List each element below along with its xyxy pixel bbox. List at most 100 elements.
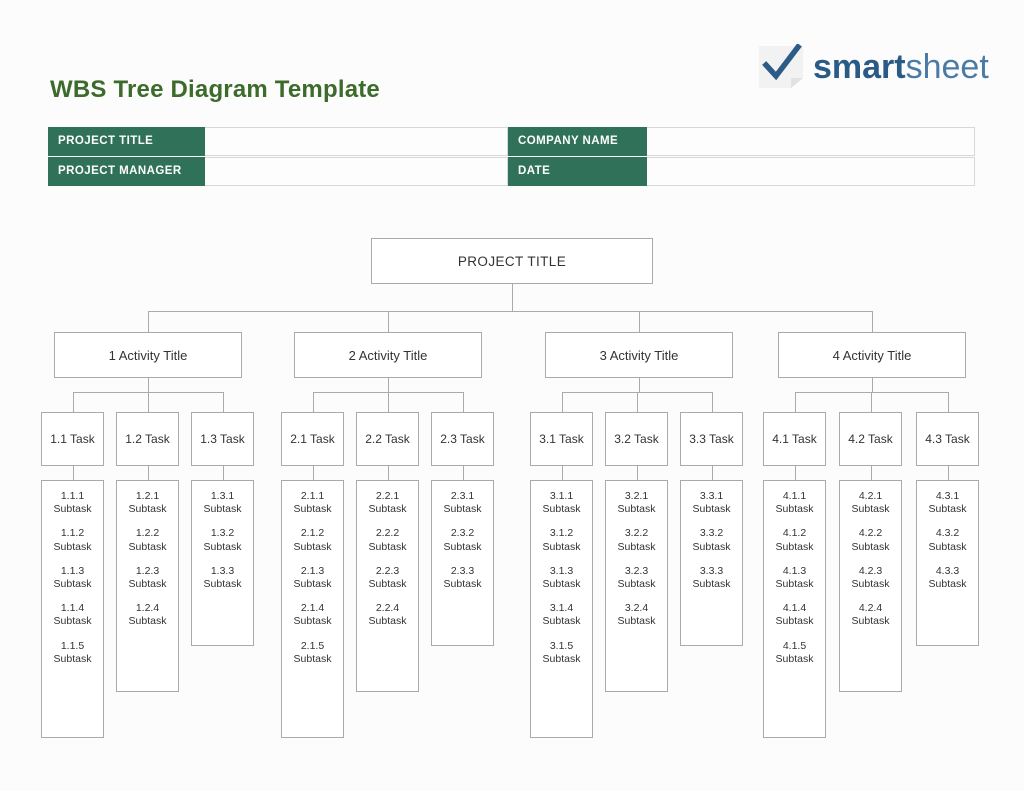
- checkmark-page-icon: [759, 44, 803, 88]
- subtask-item: 1.3.3 Subtask: [203, 564, 242, 591]
- connector-activity-stem: [872, 378, 873, 392]
- subtask-item: 2.3.3 Subtask: [443, 564, 482, 591]
- task-node: 1.3 Task: [191, 412, 254, 466]
- activity-node-label: 3 Activity Title: [599, 347, 679, 363]
- subtask-item: 1.1.5 Subtask: [53, 639, 92, 665]
- subtask-item: 2.1.3 Subtask: [293, 564, 332, 591]
- page-title: WBS Tree Diagram Template: [50, 76, 380, 103]
- subtask-item: 2.2.3 Subtask: [368, 564, 407, 591]
- root-node: PROJECT TITLE: [371, 238, 653, 284]
- task-node: 3.1 Task: [530, 412, 593, 466]
- connector-subtask-stem: [313, 466, 314, 480]
- subtask-item: 4.2.2 Subtask: [851, 527, 890, 553]
- project-title-field[interactable]: [205, 127, 508, 156]
- activity-node: 2 Activity Title: [294, 332, 482, 378]
- subtask-item: 4.1.4 Subtask: [775, 602, 814, 628]
- logo-word-sheet: sheet: [905, 48, 989, 86]
- connector-activity-drop: [639, 311, 640, 332]
- subtask-item: 4.1.1 Subtask: [775, 490, 814, 516]
- project-manager-field[interactable]: [205, 157, 508, 186]
- connector-task-drop: [388, 392, 389, 412]
- subtask-item: 2.1.5 Subtask: [293, 639, 332, 665]
- connector-subtask-stem: [948, 466, 949, 480]
- task-node-label: 4.1 Task: [772, 432, 817, 446]
- task-node-label: 4.3 Task: [925, 432, 970, 446]
- task-node: 2.1 Task: [281, 412, 344, 466]
- connector-task-drop: [313, 392, 314, 412]
- company-name-label: COMPANY NAME: [508, 127, 647, 156]
- subtask-item: 3.3.1 Subtask: [692, 490, 731, 516]
- subtask-item: 2.2.4 Subtask: [368, 602, 407, 628]
- task-node-label: 1.3 Task: [200, 432, 245, 446]
- logo-wordmark: smartsheet: [813, 46, 989, 88]
- subtask-item: 1.2.4 Subtask: [128, 602, 167, 628]
- subtask-item: 3.2.3 Subtask: [617, 564, 656, 591]
- task-node-label: 3.2 Task: [614, 432, 659, 446]
- root-node-label: PROJECT TITLE: [457, 253, 567, 269]
- connector-subtask-stem: [223, 466, 224, 480]
- connector-activity-stem: [148, 378, 149, 392]
- date-field[interactable]: [647, 157, 975, 186]
- subtask-item: 4.2.3 Subtask: [851, 564, 890, 591]
- subtask-item: 1.3.1 Subtask: [203, 490, 242, 516]
- task-node-label: 2.2 Task: [365, 432, 410, 446]
- subtask-item: 2.1.2 Subtask: [293, 527, 332, 553]
- connector-subtask-stem: [871, 466, 872, 480]
- activity-node-label: 4 Activity Title: [832, 347, 912, 363]
- subtask-item: 1.1.4 Subtask: [53, 602, 92, 628]
- task-node-label: 3.3 Task: [689, 432, 734, 446]
- connector-task-drop: [562, 392, 563, 412]
- activity-node: 1 Activity Title: [54, 332, 242, 378]
- connector-activity-stem: [388, 378, 389, 392]
- subtask-item: 4.2.1 Subtask: [851, 490, 890, 516]
- connector-subtask-stem: [463, 466, 464, 480]
- project-title-label: PROJECT TITLE: [48, 127, 205, 156]
- task-node: 4.1 Task: [763, 412, 826, 466]
- subtask-item: 4.2.4 Subtask: [851, 602, 890, 628]
- connector-task-drop: [871, 392, 872, 412]
- task-node: 2.3 Task: [431, 412, 494, 466]
- connector-task-drop: [948, 392, 949, 412]
- connector-activity-drop: [388, 311, 389, 332]
- subtask-item: 2.1.4 Subtask: [293, 602, 332, 628]
- date-label: DATE: [508, 157, 647, 186]
- subtask-item: 2.2.1 Subtask: [368, 490, 407, 516]
- project-manager-label: PROJECT MANAGER: [48, 157, 205, 186]
- connector-activity-drop: [148, 311, 149, 332]
- task-node-label: 2.3 Task: [440, 432, 485, 446]
- subtask-item: 4.3.2 Subtask: [928, 527, 967, 553]
- activity-node-label: 1 Activity Title: [108, 347, 188, 363]
- task-node: 2.2 Task: [356, 412, 419, 466]
- connector-subtask-stem: [637, 466, 638, 480]
- subtask-item: 1.1.3 Subtask: [53, 564, 92, 591]
- connector-task-drop: [795, 392, 796, 412]
- subtask-item: 3.1.3 Subtask: [542, 564, 581, 591]
- connector-task-drop: [463, 392, 464, 412]
- subtask-item: 4.3.3 Subtask: [928, 564, 967, 591]
- connector-subtask-stem: [73, 466, 74, 480]
- subtask-item: 3.1.4 Subtask: [542, 602, 581, 628]
- subtask-item: 1.1.1 Subtask: [53, 490, 92, 516]
- subtask-item: 3.2.2 Subtask: [617, 527, 656, 553]
- subtask-item: 3.1.1 Subtask: [542, 490, 581, 516]
- subtask-item: 4.1.3 Subtask: [775, 564, 814, 591]
- subtask-item: 3.2.1 Subtask: [617, 490, 656, 516]
- connector-activity-stem: [639, 378, 640, 392]
- connector-subtask-stem: [388, 466, 389, 480]
- task-node: 3.2 Task: [605, 412, 668, 466]
- smartsheet-logo: smartsheet: [757, 44, 993, 92]
- task-node: 4.2 Task: [839, 412, 902, 466]
- subtask-item: 1.2.1 Subtask: [128, 490, 167, 516]
- subtask-item: 4.1.5 Subtask: [775, 639, 814, 665]
- subtask-item: 1.3.2 Subtask: [203, 527, 242, 553]
- company-name-field[interactable]: [647, 127, 975, 156]
- connector-task-drop: [73, 392, 74, 412]
- task-node: 1.1 Task: [41, 412, 104, 466]
- connector-subtask-stem: [148, 466, 149, 480]
